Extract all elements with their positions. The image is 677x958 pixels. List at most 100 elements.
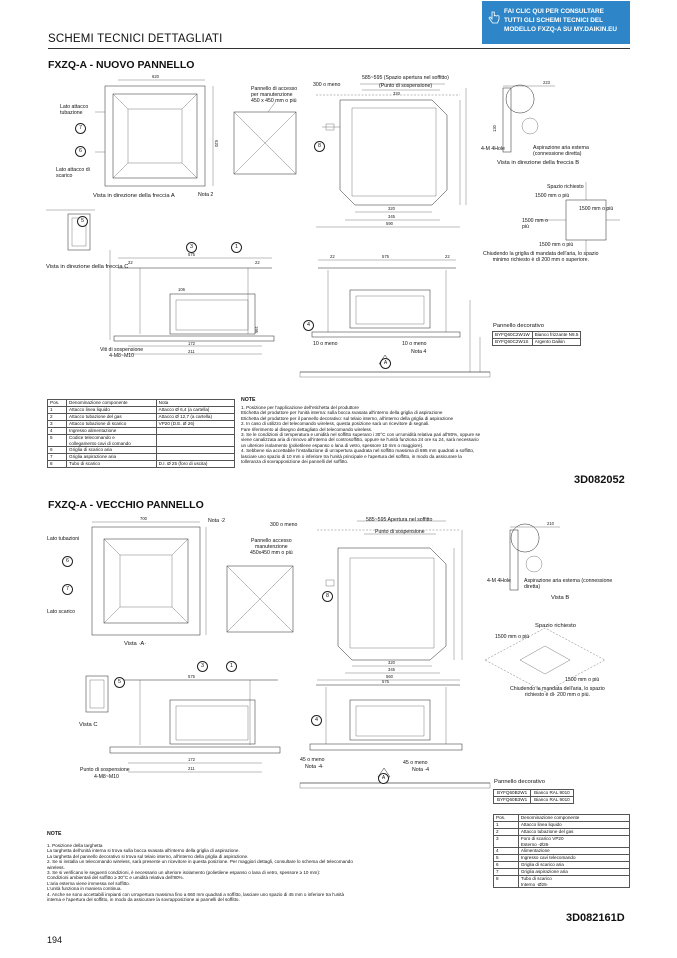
label-spazio-richiesto: Spazio richiesto <box>547 184 584 190</box>
dim-106: 106 <box>178 287 186 292</box>
title-divider <box>48 48 630 49</box>
label-4m4hole-old: 4-M 4Hole <box>487 578 511 584</box>
dim-575-old-a: 575 <box>188 674 196 679</box>
label-1500-left: 1500 mm o più <box>522 218 548 231</box>
label-nota2-old: Nota ·2 <box>208 518 226 524</box>
page-number: 194 <box>47 935 63 945</box>
label-lato-attacco-scarico: Lato attacco di scarico <box>56 167 90 180</box>
marker-7-old: 7 <box>62 584 73 595</box>
marker-1-old: 1 <box>226 661 237 672</box>
dim-575-old-b: 575 <box>382 679 390 684</box>
pointer-hand-icon <box>488 11 500 24</box>
consult-schemes-banner-link[interactable]: FAI CLIC QUI PER CONSULTARE TUTTI GLI SC… <box>482 1 630 44</box>
label-pannello-decorativo-old: Pannello decorativo <box>494 779 545 785</box>
section-title-old-panel: FXZQ-A - VECCHIO PANNELLO <box>48 499 204 511</box>
dim-22-c: 22 <box>330 254 335 259</box>
label-vista-freccia-a: Vista in direzione della freccia A <box>93 193 175 199</box>
marker-4: 4 <box>303 320 314 331</box>
section-title-new-panel: FXZQ-A - NUOVO PANNELLO <box>48 59 195 71</box>
dim-345: 345 <box>388 214 396 219</box>
label-1500-top-old: 1500 mm o più <box>495 634 530 640</box>
label-nota4-a: Nota ·4· <box>305 764 324 770</box>
old-panel-code: 3D082161D <box>566 912 625 924</box>
dim-130: 130 <box>492 124 497 132</box>
label-chiudendo-old: Chiudendo la mandata dell'aria, lo spazi… <box>510 686 605 699</box>
label-1500-bottom: 1500 mm o più <box>539 242 574 248</box>
label-nota4: Nota 4 <box>411 349 427 355</box>
new-panel-drawings: 620 620 320 320 345 590 223 130 <box>46 74 620 378</box>
label-spazio-apertura: 585~595 (Spazio apertura nel soffitto) <box>362 75 449 81</box>
label-viti-sospensione: Viti di sospensione 4-M8~M10 <box>100 347 144 360</box>
marker-7: 7 <box>75 123 86 134</box>
label-1500-top: 1500 mm o più <box>535 193 570 199</box>
dim-320: 320 <box>388 660 396 665</box>
label-spazio-richiesto-old: Spazio richiesto <box>535 623 576 629</box>
label-pannello-decorativo: Pannello decorativo <box>493 323 544 329</box>
label-pannello-accesso: Pannello di accesso per manutenzione 450… <box>251 86 298 105</box>
dim-700: 700 <box>140 516 148 521</box>
dim-620: 620 <box>152 74 160 79</box>
new-notes-title: NOTE <box>241 397 256 403</box>
label-lato-scarico: Lato scarico <box>47 609 75 615</box>
label-vista-c: Vista C <box>79 722 98 728</box>
label-vista-freccia-c: Vista in direzione della freccia C <box>46 264 129 270</box>
dim-223: 223 <box>543 80 551 85</box>
dim-345: 345 <box>388 667 396 672</box>
dim-195: 195 <box>254 326 259 334</box>
label-300-o-meno: 300 o meno <box>313 82 341 88</box>
dim-22-d: 22 <box>445 254 450 259</box>
label-apertura-old: 585~595 Apertura nel soffitto <box>366 517 433 523</box>
dim-590: 590 <box>386 221 394 226</box>
dim-22-b: 22 <box>255 260 260 265</box>
table-header: Pos.Denominazione componente <box>493 814 631 822</box>
old-notes-body: 1. Posizione della targhetta La targhett… <box>47 843 353 903</box>
marker-8: 8 <box>314 141 325 152</box>
dim-560: 560 <box>386 674 394 679</box>
marker-8-old: 8 <box>322 591 333 602</box>
dim-172: 172 <box>188 341 196 346</box>
label-10-meno-a: 10 o meno <box>313 341 338 347</box>
label-lato-attacco-tubazione: Lato attacco tubazione <box>60 104 89 117</box>
marker-5: 5 <box>77 216 88 227</box>
dim-211: 211 <box>188 349 195 354</box>
dim-575-b: 575 <box>382 254 390 259</box>
marker-3: 3 <box>186 242 197 253</box>
new-panel-code: 3D082052 <box>574 474 625 486</box>
dim-211-old: 211 <box>188 766 195 771</box>
dim-320-bottom: 320 <box>388 206 396 211</box>
label-vista-freccia-b: Vista in direzione della freccia B <box>497 160 580 166</box>
label-punto-sospensione-old: Punto di sospensione <box>375 529 425 535</box>
label-aspirazione-esterna: Aspirazione aria esterna (connessione di… <box>533 145 589 158</box>
label-punto-sosp-val: 4-M8~M10 <box>94 774 119 780</box>
label-1500-bottom-old: 1500 mm o più <box>565 677 600 683</box>
marker-4-old: 4 <box>311 715 322 726</box>
label-punto-sospensione: (Punto di sospensione) <box>379 83 433 89</box>
new-notes-body: 1. Posizione per l'applicazione dell'eti… <box>241 405 481 465</box>
banner-text: FAI CLIC QUI PER CONSULTARE TUTTI GLI SC… <box>504 8 618 33</box>
dim-172-old: 172 <box>188 757 196 762</box>
label-chiudendo-note: Chiudendo la griglia di mandata dell'ari… <box>483 251 599 264</box>
label-nota4-b: Nota ·4 <box>412 767 430 773</box>
label-nota2: Nota 2 <box>198 192 214 198</box>
marker-5-old: 5 <box>114 677 125 688</box>
marker-A-old: A <box>378 773 389 784</box>
dim-22-a: 22 <box>128 260 133 265</box>
label-45-meno-b: 45 o meno <box>403 760 428 766</box>
label-punto-sospensione-b: Punto di sospensione <box>80 767 130 773</box>
label-vista-b: Vista B <box>551 595 570 601</box>
dim-210: 210 <box>547 521 555 526</box>
page-title: SCHEMI TECNICI DETTAGLIATI <box>48 33 223 45</box>
dim-575-a: 575 <box>188 252 196 257</box>
label-vista-a: Vista ·A· <box>124 641 147 647</box>
